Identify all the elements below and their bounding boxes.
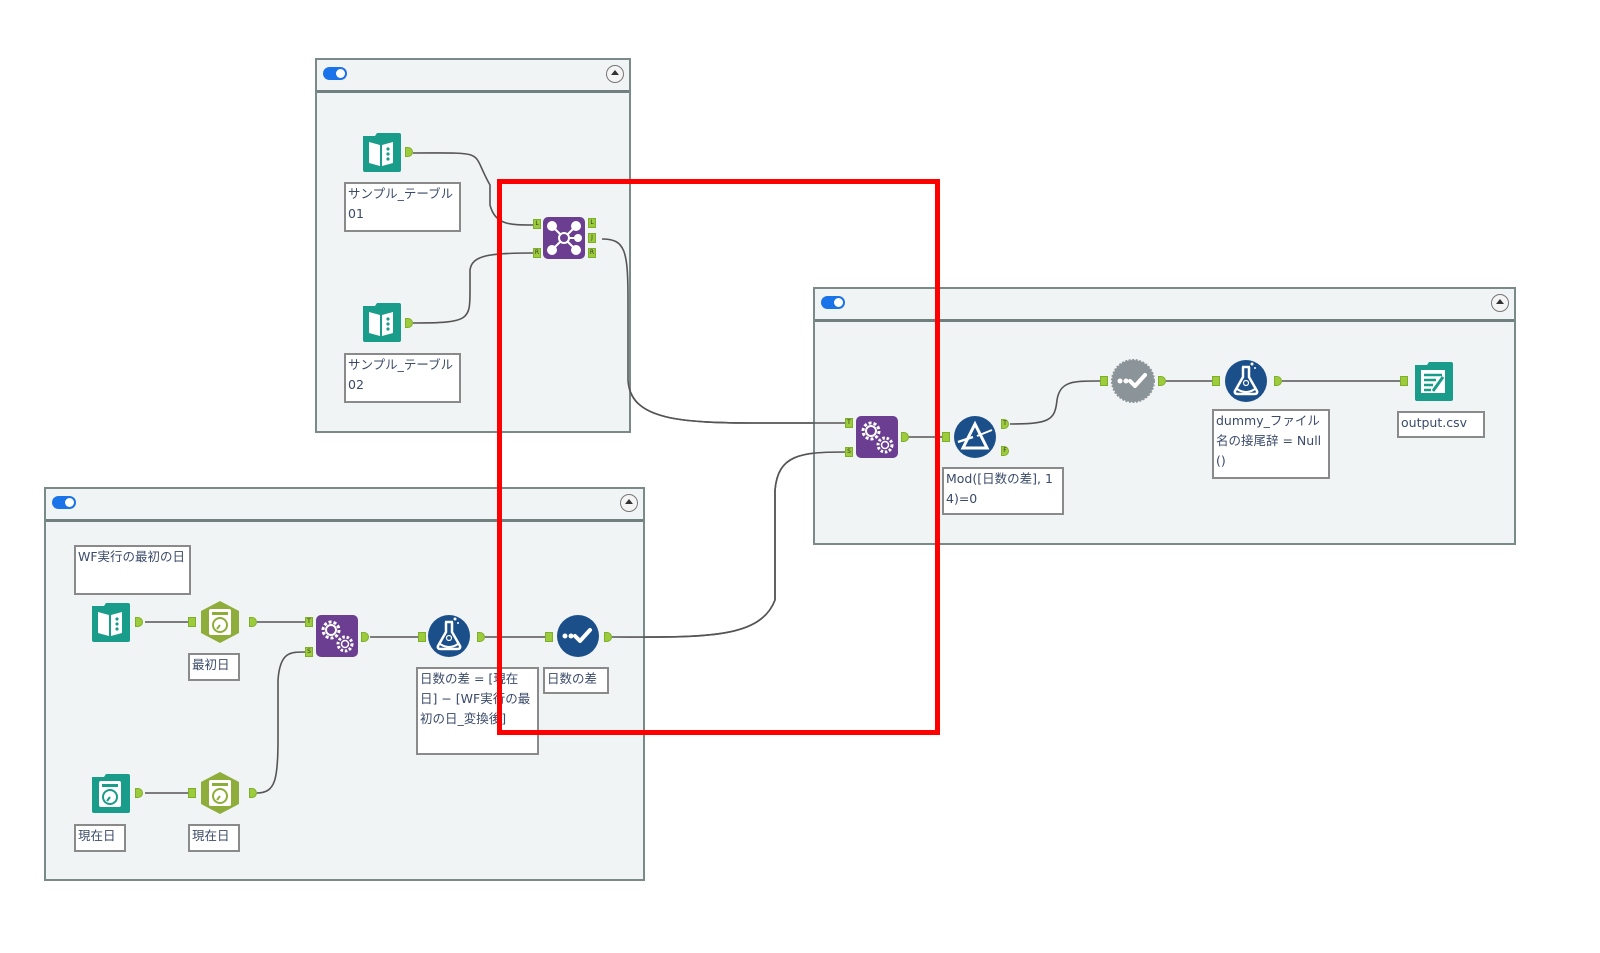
container-header[interactable] [317,60,629,93]
join-output-R-anchor[interactable]: R [588,248,596,258]
clock-icon [201,772,239,814]
output-anchor[interactable] [249,617,257,627]
wire-join-J-append-right-T [601,238,845,424]
join-input-L-anchor[interactable]: L [533,219,541,229]
tool-annotation: output.csv [1397,411,1485,438]
join-icon [543,217,585,259]
output-icon [1415,362,1453,401]
book-icon [92,603,130,642]
collapse-button[interactable] [1491,294,1509,312]
append-fields-tool-right[interactable] [855,415,899,459]
input-anchor[interactable] [942,432,950,442]
input-anchor[interactable] [1400,376,1408,386]
tool-annotation: サンプル_テーブル02 [344,353,461,403]
append-input-S-anchor[interactable]: S [845,447,853,457]
book-icon [363,133,401,172]
filter-output-T-anchor[interactable]: T [1001,419,1009,429]
wire-select-append-right-S [611,451,846,638]
gears-icon [316,615,358,657]
append-input-S-anchor[interactable]: S [305,647,313,657]
select-tool-diff[interactable] [556,614,600,658]
filter-output-F-anchor[interactable]: F [1001,446,1009,456]
output-anchor[interactable] [901,432,909,442]
book-icon [363,303,401,342]
input-anchor[interactable] [188,788,196,798]
join-input-R-anchor[interactable]: R [533,248,541,258]
output-anchor[interactable] [1158,376,1166,386]
append-input-T-anchor[interactable]: T [305,617,313,627]
output-anchor[interactable] [405,147,413,157]
output-anchor[interactable] [405,318,413,328]
input-data-tool-first-day[interactable] [88,600,132,644]
input-anchor[interactable] [1212,376,1220,386]
join-tool[interactable] [542,216,586,260]
tool-annotation: WF実行の最初の日 [74,545,191,595]
output-anchor[interactable] [135,788,143,798]
datetime-tool-now[interactable] [198,771,242,815]
tool-annotation: Mod([日数の差], 14)=0 [942,467,1064,515]
tool-annotation: 現在日 [188,824,240,852]
container-header[interactable] [815,289,1514,322]
container-enable-toggle[interactable] [323,67,347,80]
input-anchor[interactable] [1100,376,1108,386]
datetime-tool-first[interactable] [198,600,242,644]
tool-annotation: 現在日 [74,824,126,852]
join-output-J-anchor[interactable]: J [588,233,596,243]
append-fields-tool-left[interactable] [315,614,359,658]
check-gear-icon [1111,359,1155,403]
tool-annotation: 最初日 [188,653,240,681]
collapse-button[interactable] [620,494,638,512]
input-data-tool-02[interactable] [359,300,403,344]
container-header[interactable] [46,489,643,522]
input-anchor[interactable] [418,632,426,642]
container-enable-toggle[interactable] [52,496,76,509]
date-time-now-tool[interactable] [88,771,132,815]
output-data-tool[interactable] [1411,359,1455,403]
input-anchor[interactable] [545,632,553,642]
tool-annotation: サンプル_テーブル01 [344,182,461,232]
formula-tool-diff[interactable] [427,614,471,658]
output-anchor[interactable] [1274,376,1282,386]
flask-icon [428,615,470,657]
flask-icon [1225,360,1267,402]
collapse-button[interactable] [606,65,624,83]
tool-annotation: 日数の差 = [現在日] − [WF実行の最初の日_変換後] [416,667,539,755]
gears-icon [856,416,898,458]
container-enable-toggle[interactable] [821,296,845,309]
output-anchor[interactable] [604,632,612,642]
output-anchor[interactable] [249,788,257,798]
formula-tool-null[interactable] [1224,359,1268,403]
filter-icon [954,416,996,458]
input-anchor[interactable] [188,617,196,627]
check-icon [557,615,599,657]
tool-annotation: dummy_ファイル名の接尾辞 = Null() [1212,409,1330,479]
filter-tool[interactable] [953,415,997,459]
tool-annotation: 日数の差 [543,667,609,694]
input-data-tool-01[interactable] [359,130,403,174]
clock-icon [201,601,239,643]
clock-icon [92,774,130,813]
output-anchor[interactable] [477,632,485,642]
container-right[interactable] [813,287,1516,545]
output-anchor[interactable] [361,632,369,642]
test-tool-disabled[interactable] [1111,359,1155,403]
append-input-T-anchor[interactable]: T [845,418,853,428]
join-output-L-anchor[interactable]: L [588,218,596,228]
output-anchor[interactable] [135,617,143,627]
